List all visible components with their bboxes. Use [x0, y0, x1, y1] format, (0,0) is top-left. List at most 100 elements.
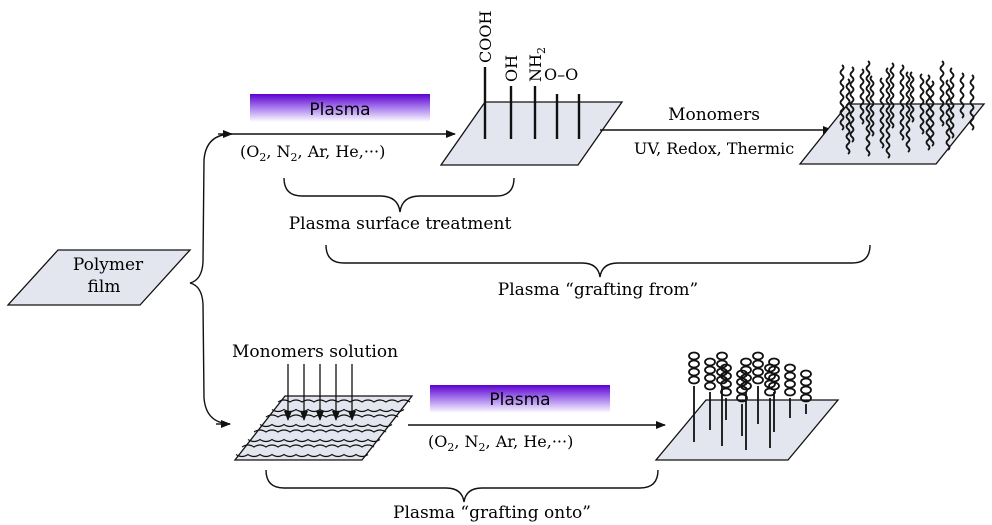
adsorbed-monomer-strand: [253, 429, 387, 433]
bottom-plasma-step: Plasma (O2, N2, Ar, He,···): [408, 385, 666, 454]
coil-loop: [740, 381, 752, 391]
coil-loop: [784, 363, 796, 373]
polymer-film-node: Polymer film: [6, 249, 192, 306]
grafting-from-label: Plasma “grafting from”: [498, 280, 699, 300]
gas-list-top: (O2, N2, Ar, He,···): [240, 142, 385, 164]
brush-chain: [929, 80, 935, 147]
coil-loop: [716, 351, 728, 361]
coil-loop: [740, 373, 752, 383]
grafting-onto-brace: [265, 469, 659, 503]
coil-loop: [800, 393, 812, 403]
brush-chain: [879, 77, 885, 149]
split-connector: [189, 130, 233, 428]
plasma-bar-top: [250, 94, 430, 122]
coil-loop: [704, 365, 716, 375]
coil-loop: [764, 371, 776, 381]
split-brace: [189, 133, 233, 425]
brush-chain: [869, 75, 875, 137]
brush-chain: [885, 67, 891, 159]
adsorbed-monomer-strand: [277, 399, 411, 403]
top-braces: [283, 177, 871, 278]
coil-loop: [784, 387, 796, 397]
polymer-film-label-2: film: [88, 277, 121, 297]
brush-chain: [865, 60, 871, 157]
coil-loop: [688, 367, 700, 377]
coil-loop: [720, 387, 732, 397]
gas-list-bottom: (O2, N2, Ar, He,···): [428, 432, 573, 454]
grafting-from-brace: [325, 244, 871, 278]
brush-chain: [925, 74, 931, 151]
coil-loop: [800, 385, 812, 395]
brush-chain: [849, 66, 855, 143]
adsorbed-monomer-strand: [241, 444, 375, 448]
surface-treatment-brace: [283, 177, 515, 213]
monomers-label: Monomers: [668, 105, 760, 125]
coil-loop: [716, 367, 728, 377]
brush-chain: [889, 62, 895, 129]
brush-chain: [945, 79, 951, 151]
coil-loop: [752, 367, 764, 377]
coil-loop: [716, 359, 728, 369]
adsorbed-monomer-layer: [235, 399, 411, 458]
grafted-from-plate: [798, 103, 986, 165]
coil-loop: [688, 375, 700, 385]
top-plasma-step: Plasma (O2, N2, Ar, He,···): [232, 94, 456, 164]
brush-chain: [949, 67, 955, 139]
brush-chain: [959, 72, 965, 119]
surface-treatment-label: Plasma surface treatment: [289, 214, 512, 234]
coil-loop: [764, 379, 776, 389]
group-label-oo: O–O: [544, 65, 578, 84]
coil-loop: [736, 393, 748, 403]
grafted-from-surface: [798, 60, 986, 165]
brush-chain: [845, 78, 851, 155]
polymer-film-shape: [6, 249, 192, 306]
adsorbed-monomer-strand: [235, 453, 369, 458]
plasma-label-top: Plasma: [309, 100, 370, 120]
deposition-arrows: [284, 364, 356, 421]
plasma-bar-bottom: [430, 385, 610, 413]
coil-loop: [752, 359, 764, 369]
coil-loop: [740, 365, 752, 375]
functionalized-plate: [439, 101, 624, 166]
brush-chain: [859, 68, 865, 125]
plasma-label-bottom: Plasma: [489, 390, 550, 410]
coil-loop: [716, 375, 728, 385]
coil-loop: [784, 379, 796, 389]
grafted-coil-chains: [688, 351, 812, 450]
polymer-brush-chains: [839, 60, 975, 159]
coated-plate: [233, 395, 414, 461]
coil-loop: [800, 369, 812, 379]
brush-chain: [909, 71, 915, 123]
coil-loop: [688, 351, 700, 361]
coil-loop: [704, 381, 716, 391]
brush-chain: [899, 64, 905, 141]
adsorbed-monomer-strand: [259, 423, 393, 428]
coil-loop: [800, 377, 812, 387]
brush-chain: [905, 71, 911, 153]
coil-loop: [704, 373, 716, 383]
monomers-solution-label: Monomers solution: [232, 342, 398, 362]
grafting-onto-label: Plasma “grafting onto”: [393, 503, 591, 523]
grafted-onto-surface: [654, 351, 840, 461]
monomer-coated-surface: [233, 364, 414, 461]
coil-loop: [704, 357, 716, 367]
conditions-label: UV, Redox, Thermic: [634, 139, 794, 158]
functionalized-surface: COOH OH NH2 O–O: [439, 11, 624, 166]
group-label-oh: OH: [502, 55, 521, 82]
coil-loop: [764, 387, 776, 397]
coil-loop: [752, 375, 764, 385]
adsorbed-monomer-strand: [247, 438, 381, 443]
coil-loop: [784, 371, 796, 381]
coil-loop: [752, 351, 764, 361]
brush-chain: [839, 64, 845, 131]
brush-chain: [969, 74, 975, 131]
coil-loop: [688, 359, 700, 369]
group-label-nh2: NH2: [526, 47, 548, 82]
brush-chain: [919, 73, 925, 135]
brush-chain: [939, 60, 945, 127]
grafted-onto-plate: [654, 399, 840, 461]
coil-loop: [764, 363, 776, 373]
monomer-step: Monomers UV, Redox, Thermic: [600, 105, 833, 158]
